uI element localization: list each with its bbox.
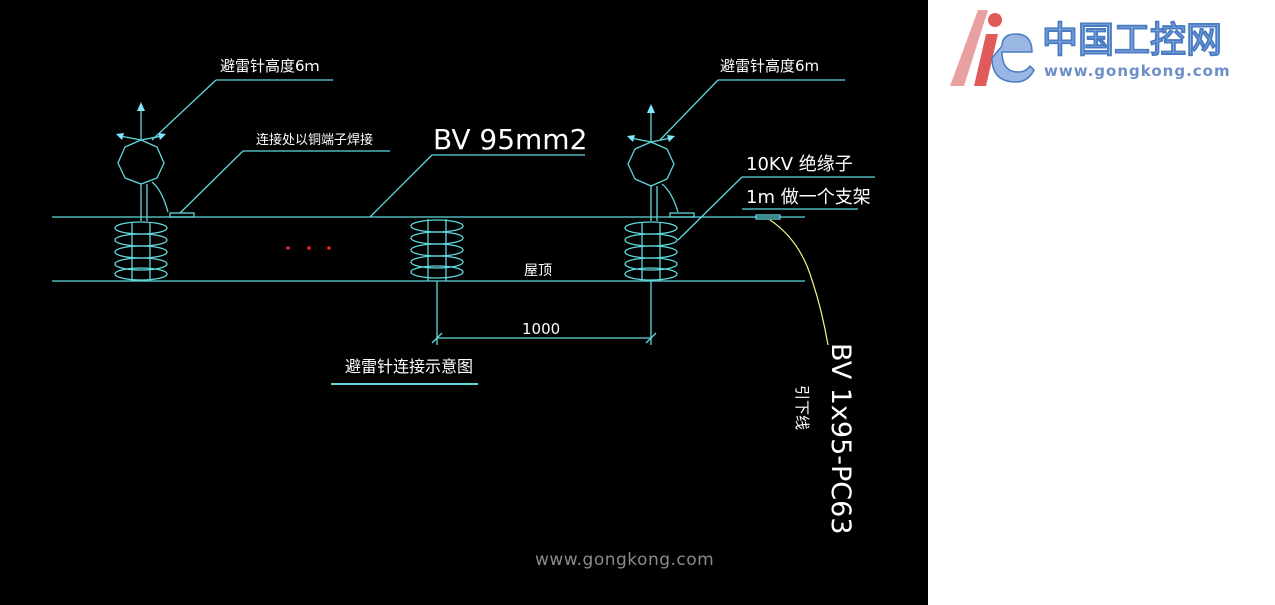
ie-logo-icon: ie bbox=[940, 0, 1035, 86]
insulator-right bbox=[624, 221, 678, 281]
cad-drawing-canvas: 避雷针高度6ｍ 连接处以铜端子焊接 BV 95mm2 避雷针高度6m 10KV … bbox=[0, 0, 928, 605]
rod-height-right-label: 避雷针高度6m bbox=[720, 57, 819, 75]
rod-height-left-label: 避雷针高度6ｍ bbox=[220, 57, 320, 75]
logo-url: www.gongkong.com bbox=[1044, 62, 1231, 80]
weld-terminal-right bbox=[669, 212, 695, 218]
support-bracket bbox=[755, 214, 781, 220]
weld-terminal-left bbox=[169, 212, 195, 218]
support-label: 1m 做一个支架 bbox=[746, 187, 871, 208]
insulator-label: 10KV 绝缘子 bbox=[746, 154, 853, 175]
down-conductor-spec: BV 1x95-PC63 bbox=[825, 343, 856, 535]
continuation-dot bbox=[307, 246, 311, 250]
down-conductor-label: 引下线 bbox=[793, 385, 811, 430]
insulator-left bbox=[114, 221, 168, 281]
gongkong-logo[interactable]: ie 中国工控网 www.gongkong.com bbox=[940, 0, 1275, 100]
continuation-dot bbox=[327, 246, 331, 250]
logo-mark-text: ie bbox=[940, 0, 941, 1]
lightning-rod-left bbox=[116, 102, 169, 221]
diagram-title: 避雷针连接示意图 bbox=[345, 357, 473, 376]
down-conductor-leader bbox=[769, 219, 829, 346]
logo-name: 中国工控网 bbox=[1042, 20, 1222, 61]
roof-label: 屋顶 bbox=[524, 263, 552, 279]
dimension-1000 bbox=[431, 281, 657, 345]
spacing-dimension-label: 1000 bbox=[522, 320, 560, 338]
lightning-rod-right bbox=[627, 104, 679, 221]
leader-lines bbox=[151, 79, 875, 241]
weld-note-label: 连接处以铜端子焊接 bbox=[256, 132, 373, 148]
watermark-text: www.gongkong.com bbox=[535, 550, 715, 570]
conductor-label: BV 95mm2 bbox=[433, 123, 587, 156]
continuation-dot bbox=[286, 246, 290, 250]
insulator-middle bbox=[410, 219, 464, 281]
